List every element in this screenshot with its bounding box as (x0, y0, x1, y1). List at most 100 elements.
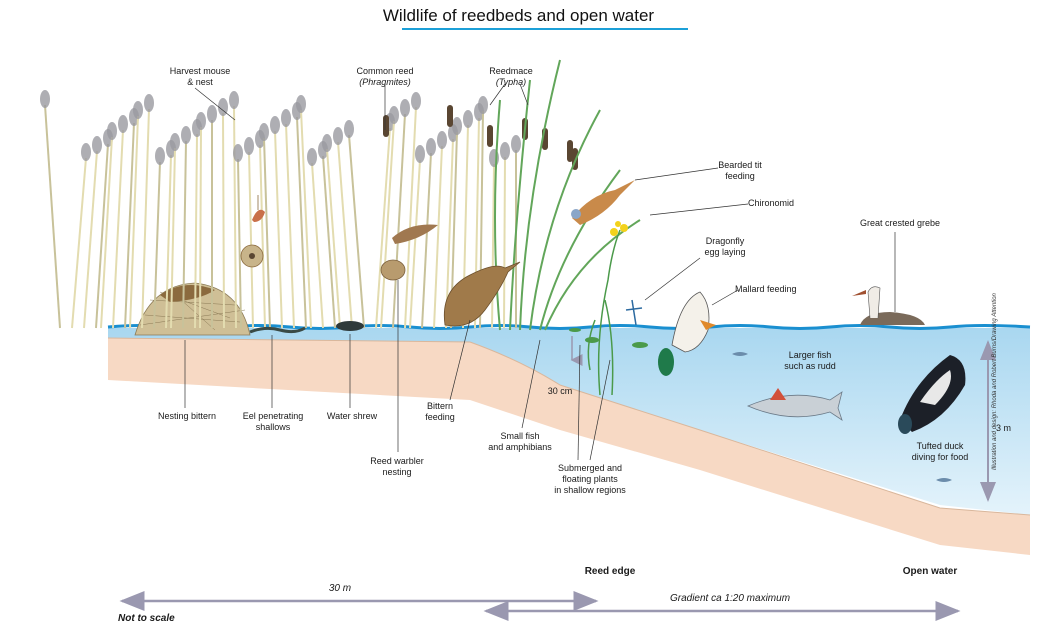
reed-stem (491, 163, 495, 329)
label-depth-30cm: 30 cm (547, 386, 573, 396)
reed-seedhead (244, 137, 254, 155)
reed-stem (222, 112, 225, 329)
diagram-title: Wildlife of reedbeds and open water (382, 6, 655, 25)
reed-stem (199, 126, 202, 329)
reed-stems (40, 90, 521, 329)
submerged-plants (587, 229, 621, 396)
reed-stem (326, 148, 341, 329)
reedmace-head (447, 105, 453, 127)
reed-seedhead (344, 120, 354, 138)
water-shrew (336, 321, 364, 331)
small-fish (732, 352, 748, 356)
label-reed-edge: Reed edge (584, 566, 636, 577)
reed-stem (237, 158, 242, 329)
bearded-tit (572, 180, 635, 225)
label-nesting-bittern: Nesting bittern (157, 411, 217, 421)
reed-seedhead (270, 116, 280, 134)
reed-seedhead (181, 126, 191, 144)
reed-stem (71, 157, 87, 329)
illustration-credit: Illustration and design: Rhoda and Rober… (992, 293, 998, 470)
mallard (671, 291, 710, 353)
reed-seedhead (322, 134, 332, 152)
reed-stem (375, 127, 391, 329)
nesting-bittern-bird (160, 285, 215, 302)
reed-stem (421, 152, 432, 329)
reed-seedhead (463, 110, 473, 128)
reed-seedhead (415, 145, 425, 163)
reed-warbler (392, 224, 438, 244)
reed-stem (433, 145, 443, 329)
label-not-to-scale: Not to scale (118, 613, 175, 624)
reed-seedhead (144, 94, 154, 112)
reed-stem (100, 136, 113, 329)
reed-seedhead (389, 106, 399, 124)
reed-seedhead (411, 92, 421, 110)
label-common-reed: Common reed(Phragmites) (356, 66, 414, 87)
eel (249, 326, 306, 334)
reed-stem (129, 115, 139, 329)
label-chironomid: Chironomid (748, 198, 795, 208)
reed-seedhead (307, 148, 317, 166)
reedmace-head (487, 125, 493, 147)
reed-stem (124, 122, 135, 329)
title-underline (402, 28, 688, 30)
water-body (108, 328, 1030, 515)
reed-stem (170, 147, 176, 329)
reed-seedhead (437, 131, 447, 149)
label-harvest-mouse: Harvest mouse& nest (169, 66, 231, 87)
reed-seedhead (296, 95, 306, 113)
label-great-crested-grebe: Great crested grebe (859, 218, 941, 228)
reed-stem (311, 162, 324, 329)
reed-seedhead (281, 109, 291, 127)
reed-stem (348, 134, 365, 329)
reed-seedhead (426, 138, 436, 156)
reed-stem (337, 141, 353, 329)
reed-stem (274, 130, 283, 329)
reed-seedhead (81, 143, 91, 161)
reed-stem (141, 108, 150, 329)
dragonfly (625, 299, 643, 326)
reed-stem (95, 143, 109, 329)
reed-seedhead (452, 117, 462, 135)
reed-stem (112, 129, 124, 329)
reedmace-head (567, 140, 573, 162)
reed-stem (233, 105, 237, 329)
reed-seedhead (511, 135, 521, 153)
reed-seedhead (229, 91, 239, 109)
leader-lines (184, 83, 896, 461)
label-depth-3m: 3 m (996, 423, 1012, 433)
reed-seedhead (92, 136, 102, 154)
reed-stem (380, 120, 395, 329)
reed-seedhead (400, 99, 410, 117)
reed-stem (392, 113, 406, 329)
reedmace-head (383, 115, 389, 137)
reed-stem (165, 154, 172, 329)
reed-seedhead (218, 98, 228, 116)
reed-stem (409, 159, 421, 329)
reed-seedhead (118, 115, 128, 133)
reed-stem (322, 155, 336, 329)
reed-seedhead (40, 90, 50, 108)
reed-stem (404, 106, 417, 329)
reed-stem (296, 116, 307, 329)
water-surface (107, 324, 1031, 330)
harvest-mouse (252, 209, 265, 222)
reed-stem (248, 151, 254, 329)
label-water-shrew: Water shrew (326, 411, 378, 421)
mud-bank (108, 338, 1030, 555)
reed-seedhead (170, 133, 180, 151)
reed-seedhead (259, 123, 269, 141)
reed-stem (259, 144, 266, 329)
reed-stem (153, 161, 161, 329)
reed-seedhead (133, 101, 143, 119)
label-distance: 30 m (328, 583, 352, 594)
reed-stem (83, 150, 98, 329)
reed-stem (194, 133, 198, 329)
